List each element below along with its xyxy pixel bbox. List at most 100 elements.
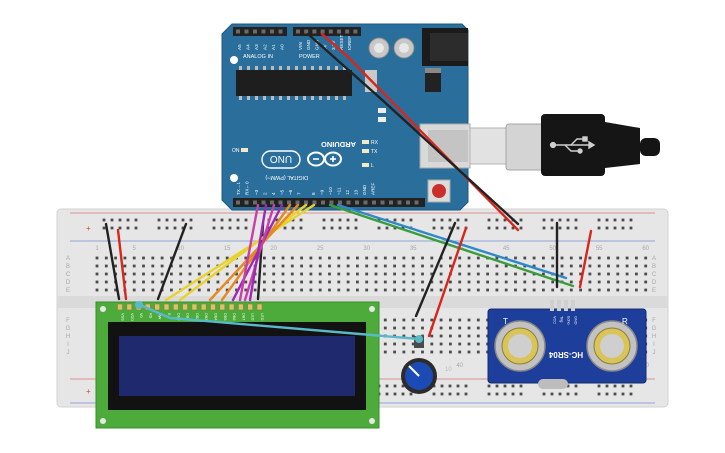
capacitor-top <box>374 43 384 53</box>
breadboard-hole <box>356 264 359 268</box>
breadboard-hole <box>309 288 313 292</box>
analog-pin-label: A0 <box>280 44 285 50</box>
analog-pin-label: A1 <box>271 44 276 50</box>
breadboard-hole <box>216 256 220 260</box>
breadboard-hole <box>430 264 434 268</box>
chip-pin <box>335 66 338 70</box>
breadboard-hole <box>625 280 629 284</box>
rx-led <box>362 140 369 144</box>
breadboard-hole <box>402 350 406 354</box>
breadboard-hole <box>383 288 387 292</box>
breadboard-hole <box>625 256 629 260</box>
sensor-pin <box>550 300 554 311</box>
breadboard-hole <box>170 280 173 284</box>
breadboard-hole <box>197 256 201 260</box>
rail-hole <box>432 384 436 388</box>
breadboard-hole <box>439 318 443 322</box>
chip-pin <box>279 66 282 70</box>
breadboard-hole <box>393 264 396 268</box>
rail-hole <box>432 226 436 230</box>
breadboard-hole <box>439 334 443 338</box>
rail-hole <box>613 218 617 222</box>
breadboard-hole <box>346 256 350 260</box>
header-pin <box>296 29 300 34</box>
breadboard-hole <box>160 264 164 268</box>
breadboard-hole <box>383 342 387 346</box>
header-pin <box>320 29 325 34</box>
breadboard-hole <box>560 288 564 292</box>
column-number: 10 <box>177 246 184 252</box>
breadboard-hole <box>467 280 471 284</box>
lcd-pin-label: LED <box>251 313 255 321</box>
breadboard-hole <box>569 288 573 292</box>
header-pin <box>414 200 419 205</box>
rail-hole <box>440 226 444 230</box>
breadboard-hole <box>597 280 601 284</box>
breadboard-hole <box>337 264 341 268</box>
rail-hole <box>134 226 138 230</box>
header-pin <box>270 29 274 34</box>
breadboard-hole <box>616 272 620 276</box>
breadboard-hole <box>383 318 387 322</box>
rail-hole <box>212 218 216 222</box>
wire-pot-gnd <box>414 221 457 318</box>
rail-hole <box>574 218 578 222</box>
breadboard-hole <box>356 280 359 284</box>
breadboard-hole <box>449 264 452 268</box>
lcd-pin <box>163 303 170 311</box>
potentiometer-label: 10 <box>445 367 452 373</box>
breadboard-hole <box>449 256 452 260</box>
breadboard-hole <box>644 272 648 276</box>
rail-hole <box>629 226 633 230</box>
rail-hole <box>574 384 578 388</box>
breadboard-hole <box>495 256 499 260</box>
rail-hole <box>487 218 491 222</box>
breadboard-hole <box>439 326 443 330</box>
rail-hole <box>519 226 523 230</box>
breadboard-hole <box>579 272 582 276</box>
breadboard-hole <box>625 264 629 268</box>
breadboard-hole <box>365 288 369 292</box>
breadboard-hole <box>449 288 452 292</box>
breadboard-hole <box>179 264 183 268</box>
breadboard-hole <box>430 280 434 284</box>
rail-hole <box>432 392 436 396</box>
breadboard-hole <box>95 280 99 284</box>
breadboard-hole <box>95 272 99 276</box>
rail-hole <box>542 218 546 222</box>
rail-hole <box>448 392 452 396</box>
rail-hole <box>487 392 491 396</box>
chip-pin <box>247 66 250 70</box>
breadboard-hole <box>337 272 341 276</box>
breadboard-hole <box>476 350 480 354</box>
breadboard-hole <box>476 342 480 346</box>
rail-hole <box>346 226 350 230</box>
chip-pin <box>263 96 266 100</box>
header-pin <box>278 29 283 34</box>
breadboard-hole <box>542 280 545 284</box>
analog-header <box>233 27 287 36</box>
analog-pin-label: A2 <box>263 44 268 50</box>
rail-hole <box>432 218 436 222</box>
digital-pin-label: 8 <box>311 192 316 195</box>
breadboard-hole <box>495 264 499 268</box>
rail-hole <box>495 218 499 222</box>
column-number: 20 <box>270 246 277 252</box>
breadboard-hole <box>607 264 610 268</box>
breadboard-hole <box>449 326 452 330</box>
potentiometer: 10 <box>401 335 452 394</box>
wire-lcd-v0-contrast <box>138 303 421 341</box>
rail-hole <box>220 218 224 222</box>
breadboard-hole <box>635 280 638 284</box>
rail-hole <box>110 226 114 230</box>
digital-pin-label: ~3 <box>254 189 259 195</box>
chip-pin <box>279 96 282 100</box>
breadboard-hole <box>160 280 164 284</box>
breadboard-hole <box>160 256 164 260</box>
breadboard-hole <box>523 288 527 292</box>
rail-hole <box>456 384 460 388</box>
breadboard-hole <box>132 288 136 292</box>
breadboard-hole <box>411 256 415 260</box>
